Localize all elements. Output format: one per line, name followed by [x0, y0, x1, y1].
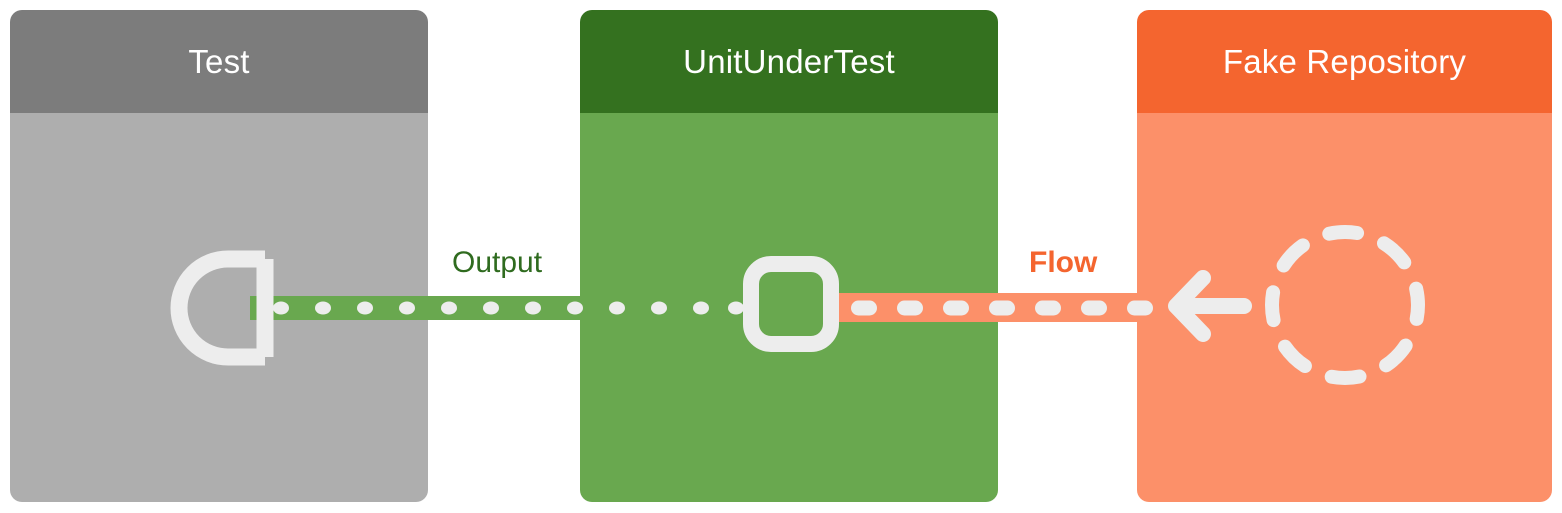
- column-test-title: Test: [188, 43, 250, 80]
- column-fake-repository-title: Fake Repository: [1222, 43, 1467, 80]
- edge-label-output: Output: [452, 246, 543, 279]
- column-unit-under-test-title: UnitUnderTest: [683, 43, 895, 80]
- column-unit-under-test-body: [580, 113, 998, 502]
- column-unit-under-test-header: UnitUnderTest: [580, 10, 998, 113]
- column-test-body: [10, 113, 428, 502]
- column-fake-repository-body: [1137, 113, 1552, 502]
- edge-label-flow: Flow: [1029, 246, 1098, 279]
- column-fake-repository-header: Fake Repository: [1137, 10, 1552, 113]
- column-unit-under-test[interactable]: UnitUnderTest: [580, 10, 998, 502]
- column-test-header: Test: [10, 10, 428, 113]
- column-fake-repository[interactable]: Fake Repository: [1137, 10, 1552, 502]
- column-test[interactable]: Test: [10, 10, 428, 502]
